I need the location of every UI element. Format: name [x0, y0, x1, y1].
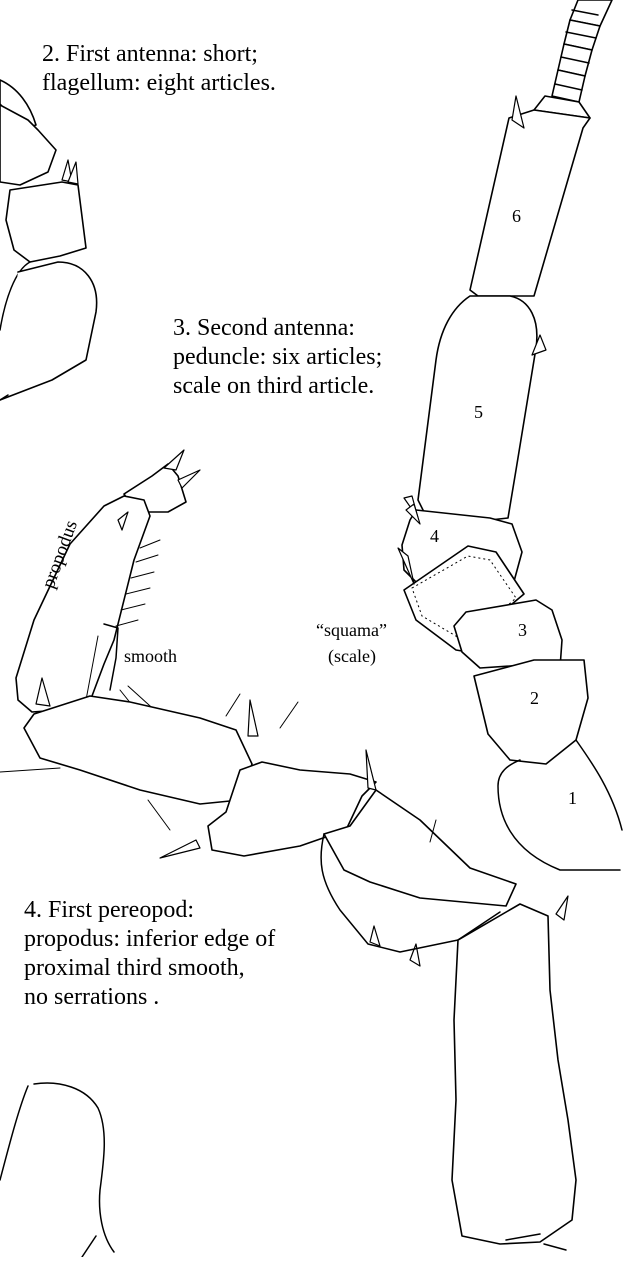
caption-line: 3. Second antenna:: [173, 315, 355, 341]
article-label-3: 3: [518, 620, 527, 641]
caption-line: flagellum: eight articles.: [42, 70, 276, 96]
article-label-5: 5: [474, 402, 483, 423]
caption-line: peduncle: six articles;: [173, 344, 382, 370]
article-label-2: 2: [530, 688, 539, 709]
caption-line: scale on third article.: [173, 373, 374, 399]
scale-label: (scale): [328, 646, 376, 667]
article-label-4: 4: [430, 526, 439, 547]
article-label-6: 6: [512, 206, 521, 227]
squama-label: “squama”: [316, 620, 387, 641]
second-antenna-drawing: [398, 0, 622, 870]
caption-line: no serrations .: [24, 984, 159, 1010]
article-label-1: 1: [568, 788, 577, 809]
first-antenna-drawing: [0, 80, 97, 400]
caption-line: propodus: inferior edge of: [24, 926, 275, 952]
lower-left-fragment: [0, 1083, 114, 1257]
caption-line: 4. First pereopod:: [24, 897, 194, 923]
caption-line: 2. First antenna: short;: [42, 41, 258, 67]
smooth-label: smooth: [124, 646, 177, 667]
caption-line: proximal third smooth,: [24, 955, 245, 981]
caption-first-antenna: 2. First antenna: short; flagellum: eigh…: [42, 40, 276, 98]
caption-first-pereopod: 4. First pereopod: propodus: inferior ed…: [24, 896, 275, 1012]
caption-second-antenna: 3. Second antenna: peduncle: six article…: [173, 314, 382, 401]
